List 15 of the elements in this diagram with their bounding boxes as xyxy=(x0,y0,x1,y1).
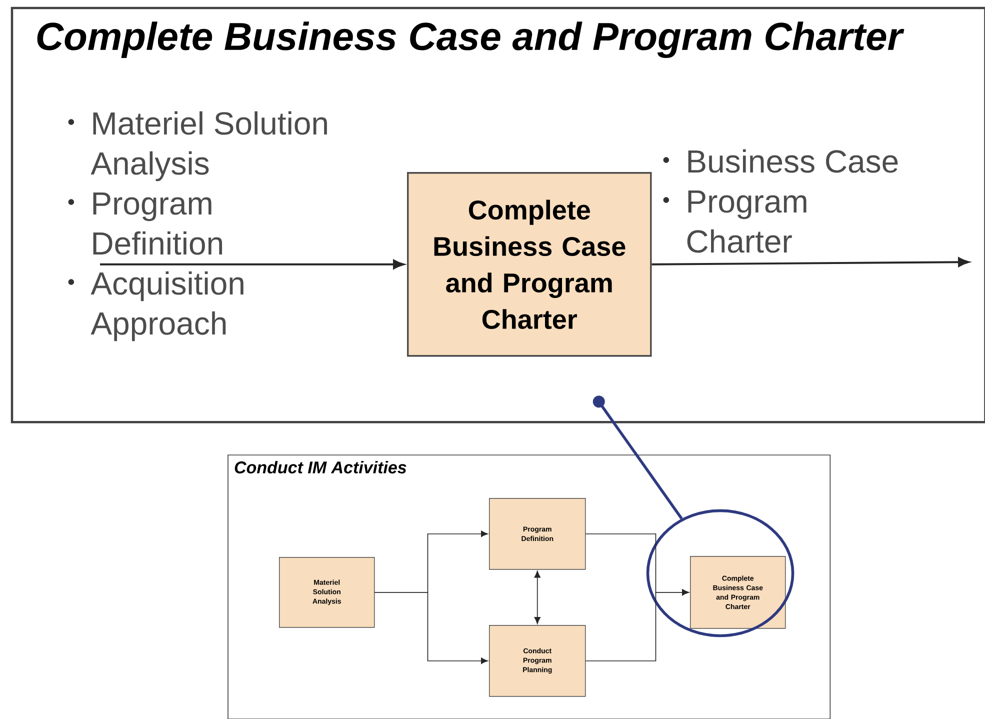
node-label: Program Definition xyxy=(93,192,222,255)
process-box: Complete Business Case and Program Charter xyxy=(407,172,652,357)
leader-line xyxy=(592,396,683,520)
highlight-circle xyxy=(646,509,794,638)
arrow xyxy=(585,589,689,662)
node-label: Acquisition Approach xyxy=(90,271,244,342)
arrow xyxy=(100,260,404,270)
node-label: Program Charter xyxy=(687,190,806,253)
arrow xyxy=(652,257,970,267)
bullet-list: Business Case Program Charter xyxy=(663,149,898,253)
arrow xyxy=(374,592,488,664)
node-label: Business Case xyxy=(688,149,898,173)
bullet-list: Materiel Solution Analysis Program Definition Acquisition Approach xyxy=(68,111,327,342)
arrow xyxy=(534,570,540,624)
node-label: Materiel Solution Analysis xyxy=(90,111,327,182)
